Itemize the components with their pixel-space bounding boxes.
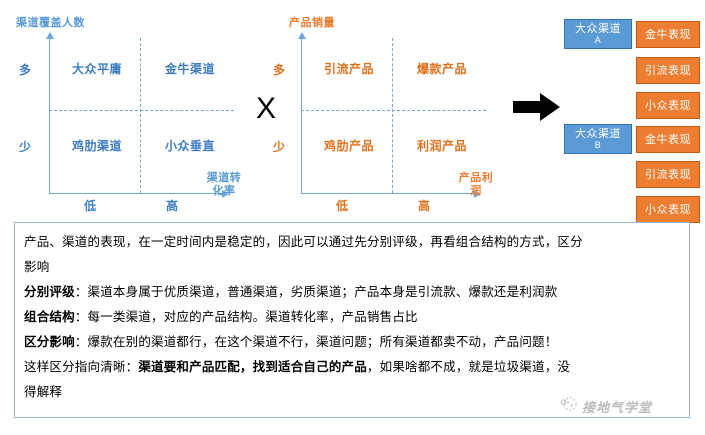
- quadrant-label-product-top-right: 爆款产品: [416, 62, 467, 76]
- chart-title-channel: 渠道覆盖人数: [16, 17, 85, 29]
- result-product-label-b-2: 小众表现: [645, 203, 691, 216]
- quadrant-divider-horizontal-product: [301, 110, 486, 111]
- description-text-2: ：渠道本身属于优质渠道，普通渠道，劣质渠道；产品本身是引流款、爆款还是利润款: [74, 285, 558, 299]
- x-axis-product: [301, 193, 476, 194]
- x-tick-channel-low: 低: [84, 199, 97, 213]
- y-axis-arrowhead-product: [297, 32, 306, 39]
- description-line-0: 产品、渠道的表现，在一定时间内是稳定的，因此可以通过先分别评级，再看组合结构的方…: [24, 230, 680, 255]
- result-channel-box-a[interactable]: 大众渠道 A: [564, 19, 632, 49]
- y-axis-channel: [49, 38, 50, 193]
- y-tick-product-high: 多: [273, 63, 286, 77]
- y-axis-product: [301, 38, 302, 193]
- description-line-4: 区分影响：爆款在别的渠道都行，在这个渠道不行，渠道问题；所有渠道都卖不动，产品问…: [24, 330, 680, 355]
- description-line-1: 影响: [24, 255, 680, 280]
- quadrant-label-channel-top-right: 金牛渠道: [164, 62, 215, 76]
- y-tick-channel-high: 多: [19, 63, 32, 77]
- multiply-operator-icon: X: [256, 92, 277, 125]
- x-tick-product-low: 低: [336, 199, 349, 213]
- result-product-label-a-1: 引流表现: [645, 64, 691, 77]
- chart-title-product: 产品销量: [289, 17, 335, 29]
- x-axis-arrowhead-product: [474, 189, 481, 198]
- description-text-4: ：爆款在别的渠道都行，在这个渠道不行，渠道问题；所有渠道都卖不动，产品问题！: [74, 335, 558, 349]
- quadrant-divider-vertical-channel: [140, 38, 141, 193]
- quadrant-divider-horizontal-channel: [49, 110, 234, 111]
- watermark-logo-icon: [560, 396, 578, 417]
- quadrant-divider-vertical-product: [392, 38, 393, 193]
- quadrant-label-channel-top-left: 大众平庸: [71, 62, 122, 76]
- chart-channel-matrix: 渠道覆盖人数 大众平庸 金牛渠道 鸡肋渠道 小众垂直 多 少 低 高 渠道转化率: [0, 0, 250, 215]
- watermark-text: 接地气学堂: [582, 400, 653, 415]
- description-label-3: 组合结构: [24, 310, 75, 324]
- result-channel-sub-a: A: [594, 35, 602, 45]
- description-text-5-head: 这样区分指向清晰：: [24, 360, 139, 374]
- result-product-box-b-2[interactable]: 小众表现: [636, 196, 700, 223]
- x-axis-label-channel: 渠道转化率: [206, 172, 242, 197]
- description-label-4: 区分影响: [24, 335, 75, 349]
- quadrant-label-channel-bottom-right: 小众垂直: [164, 139, 215, 153]
- description-line-2: 分别评级：渠道本身属于优质渠道，普通渠道，劣质渠道；产品本身是引流款、爆款还是利…: [24, 280, 680, 305]
- result-channel-name-a: 大众渠道: [575, 23, 621, 35]
- result-product-box-b-1[interactable]: 引流表现: [636, 161, 700, 188]
- quadrant-label-product-top-left: 引流产品: [323, 62, 374, 76]
- description-line-5: 这样区分指向清晰：渠道要和产品匹配，找到适合自己的产品，如果啥都不成，就是垃圾渠…: [24, 355, 680, 380]
- result-product-box-a-1[interactable]: 引流表现: [636, 57, 700, 84]
- description-panel: 产品、渠道的表现，在一定时间内是稳定的，因此可以通过先分别评级，再看组合结构的方…: [14, 222, 690, 418]
- description-line-6: 得解释: [24, 380, 680, 405]
- result-product-box-b-0[interactable]: 金牛表现: [636, 126, 700, 153]
- description-text-6: 得解释: [24, 385, 63, 399]
- quadrant-label-product-bottom-right: 利润产品: [416, 139, 467, 153]
- description-text-5-tail: ，如果啥都不成，就是垃圾渠道，没: [366, 360, 571, 374]
- watermark: 接地气学堂: [560, 396, 652, 417]
- x-tick-channel-high: 高: [166, 199, 179, 213]
- quadrant-label-channel-bottom-left: 鸡肋渠道: [71, 139, 122, 153]
- x-axis-channel: [49, 193, 224, 194]
- description-label-2: 分别评级: [24, 285, 75, 299]
- result-product-label-a-2: 小众表现: [645, 99, 691, 112]
- description-text-1: 影响: [24, 260, 50, 274]
- arrow-right-icon: [513, 92, 561, 122]
- description-text-0: 产品、渠道的表现，在一定时间内是稳定的，因此可以通过先分别评级，再看组合结构的方…: [24, 235, 583, 249]
- result-channel-box-b[interactable]: 大众渠道 B: [564, 124, 632, 154]
- description-text-3: ：每一类渠道，对应的产品结构。渠道转化率，产品销售占比: [74, 310, 418, 324]
- result-product-box-a-2[interactable]: 小众表现: [636, 92, 700, 119]
- x-axis-arrowhead-channel: [222, 189, 229, 198]
- result-channel-sub-b: B: [594, 140, 602, 150]
- x-axis-label-product: 产品利润: [458, 172, 494, 197]
- result-product-label-b-0: 金牛表现: [645, 133, 691, 146]
- result-channel-name-b: 大众渠道: [575, 128, 621, 140]
- description-line-3: 组合结构：每一类渠道，对应的产品结构。渠道转化率，产品销售占比: [24, 305, 680, 330]
- y-axis-arrowhead-channel: [45, 32, 54, 39]
- description-emphasis-5: 渠道要和产品匹配，找到适合自己的产品: [138, 360, 367, 374]
- result-product-box-a-0[interactable]: 金牛表现: [636, 21, 700, 48]
- chart-product-matrix: 产品销量 引流产品 爆款产品 鸡肋产品 利润产品 多 少 低 高 产品利润: [273, 0, 533, 215]
- result-product-label-a-0: 金牛表现: [645, 28, 691, 41]
- y-tick-product-low: 少: [273, 140, 286, 154]
- quadrant-label-product-bottom-left: 鸡肋产品: [323, 139, 374, 153]
- x-tick-product-high: 高: [418, 199, 431, 213]
- result-product-label-b-1: 引流表现: [645, 168, 691, 181]
- y-tick-channel-low: 少: [19, 140, 32, 154]
